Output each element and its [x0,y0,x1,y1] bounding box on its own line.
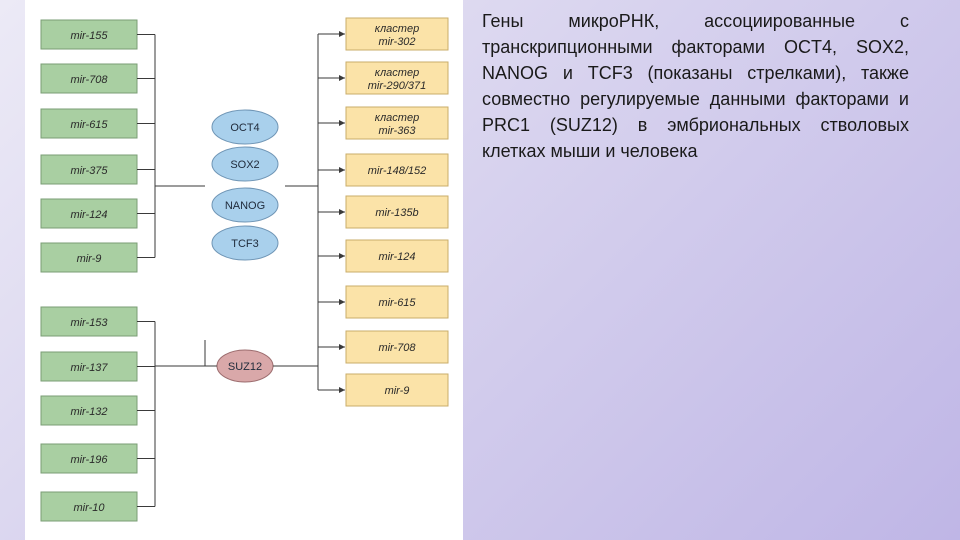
target-mirna-box [345,61,449,95]
target-arrow-head [339,120,345,126]
target-mirna-box [345,285,449,319]
left-mirna-box [40,154,138,185]
target-mirna-box [345,17,449,51]
target-mirna-box [345,195,449,229]
target-label: mir-9 [385,385,410,397]
target-label-line2: mir-302 [378,36,415,48]
target-arrow-head [339,31,345,37]
suz12-label: SUZ12 [228,361,262,373]
target-label-line1: кластер [375,23,419,35]
target-mirna-box [345,239,449,273]
tf-oval [211,146,279,182]
left-mirna-box [40,19,138,50]
target-label: mir-615 [378,297,416,309]
target-mirna-box [345,330,449,364]
target-arrow-head [339,387,345,393]
target-label: mir-124 [378,251,415,263]
tf-label: NANOG [225,200,265,212]
left-mirna-label: mir-137 [70,362,108,374]
left-mirna-label: mir-375 [70,165,108,177]
left-mirna-box [40,443,138,474]
tf-label: OCT4 [230,122,259,134]
tf-label: TCF3 [231,238,259,250]
target-arrow-head [339,75,345,81]
left-mirna-label: mir-132 [70,406,107,418]
target-arrow-head [339,299,345,305]
target-label-line2: mir-363 [378,125,416,137]
suz12-link [204,340,217,367]
tf-oval [211,109,279,145]
left-mirna-box [40,242,138,273]
target-mirna-box [345,106,449,140]
target-label: mir-708 [378,342,416,354]
tf-oval [211,225,279,261]
target-label: mir-148/152 [368,165,427,177]
target-arrow-head [339,167,345,173]
left-mirna-label: mir-196 [70,454,108,466]
left-mirna-label: mir-155 [70,30,108,42]
left-mirna-label: mir-615 [70,119,108,131]
target-mirna-box [345,153,449,187]
left-mirna-box [40,198,138,229]
description-text: Гены микроРНК, ассоциированные с транскр… [482,11,909,161]
left-mirna-label: mir-708 [70,74,108,86]
tf-oval [211,187,279,223]
left-mirna-label: mir-124 [70,209,107,221]
left-mirna-box [40,491,138,522]
left-mirna-label: mir-153 [70,317,108,329]
target-arrow-head [339,344,345,350]
left-mirna-box [40,108,138,139]
target-label-line1: кластер [375,67,419,79]
target-arrow-head [339,253,345,259]
left-mirna-box [40,395,138,426]
target-mirna-box [345,373,449,407]
target-label-line2: mir-290/371 [368,80,427,92]
tf-label: SOX2 [230,159,259,171]
left-mirna-label: mir-10 [74,502,106,514]
target-label-line1: кластер [375,112,419,124]
target-label: mir-135b [375,207,418,219]
left-mirna-label: mir-9 [77,253,102,265]
target-arrow-head [339,209,345,215]
